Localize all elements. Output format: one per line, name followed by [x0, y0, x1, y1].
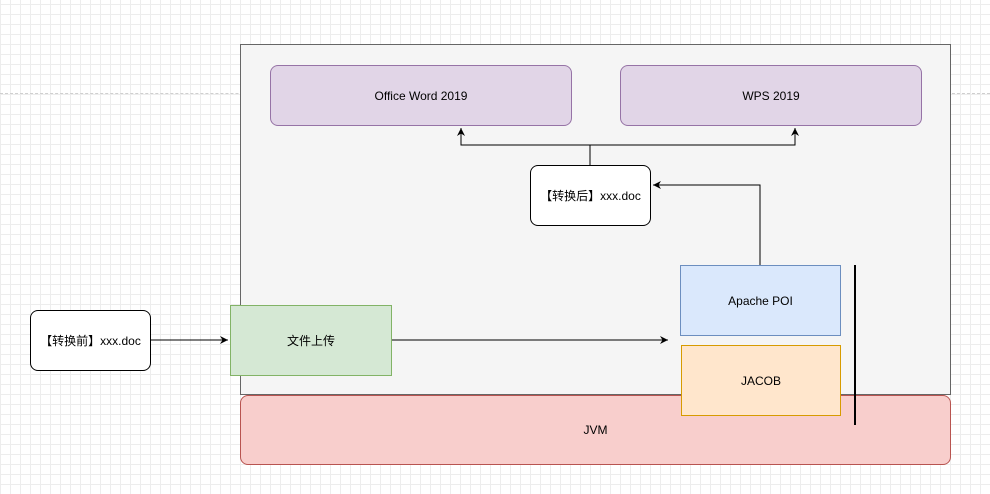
wps-label: WPS 2019 — [742, 88, 800, 103]
file-upload-label: 文件上传 — [286, 334, 335, 348]
after-convert-doc-node[interactable]: 【转换后】xxx.doc — [530, 165, 651, 226]
office-word-node[interactable]: Office Word 2019 — [270, 65, 572, 126]
apache-poi-label: Apache POI — [728, 293, 793, 308]
office-word-label: Office Word 2019 — [374, 88, 468, 103]
jvm-label: JVM — [583, 423, 608, 437]
file-upload-node[interactable]: 文件上传 — [230, 305, 392, 376]
jacob-node[interactable]: JACOB — [681, 345, 841, 416]
after-convert-doc-label: 【转换后】xxx.doc — [540, 189, 641, 203]
before-convert-doc-node[interactable]: 【转换前】xxx.doc — [30, 310, 151, 371]
edge-after-convert-to-wps — [590, 128, 799, 146]
apache-poi-node[interactable]: Apache POI — [680, 265, 841, 336]
edge-poi-to-after-convert — [653, 181, 761, 265]
wps-node[interactable]: WPS 2019 — [620, 65, 922, 126]
before-convert-doc-label: 【转换前】xxx.doc — [40, 334, 141, 348]
jacob-label: JACOB — [740, 373, 781, 388]
edge-after-convert-to-office-word — [457, 128, 591, 165]
